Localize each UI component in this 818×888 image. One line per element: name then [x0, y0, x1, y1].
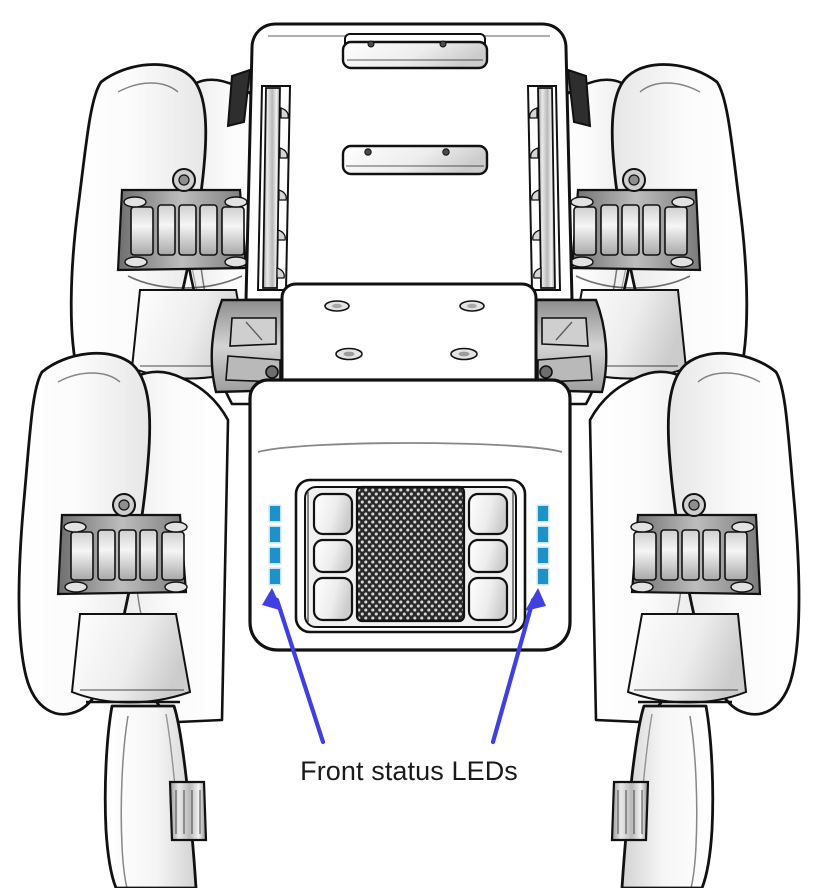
callout-leader-right: [490, 588, 546, 745]
perforated-grille: [357, 487, 464, 621]
arrowhead-icon: [262, 588, 283, 611]
led-segment: [538, 527, 548, 542]
right-rail: [526, 85, 562, 291]
led-segment: [270, 548, 280, 563]
front-status-led-strip-right: [536, 504, 550, 586]
led-segment: [270, 569, 280, 584]
arrowhead-icon: [525, 588, 546, 611]
front-right-knee-actuator: [626, 493, 762, 704]
left-vent-panels: [307, 492, 354, 622]
front-left-knee-actuator: [56, 493, 192, 704]
led-segment: [270, 506, 280, 521]
front-grille-assembly: [294, 478, 527, 634]
center-mount-plate: [280, 282, 538, 396]
upper-handle: [341, 33, 489, 70]
lower-handle: [341, 144, 489, 176]
front-right-shin: [620, 704, 715, 888]
led-segment: [538, 548, 548, 563]
led-segment: [270, 527, 280, 542]
right-vent-panels: [467, 492, 514, 622]
left-rail: [256, 85, 292, 291]
front-right-ankle-plate: [610, 780, 650, 842]
mount-plate-screws: [324, 300, 485, 361]
led-segment: [538, 506, 548, 521]
left-shoulder-recess: [210, 298, 290, 394]
front-status-led-strip-left: [268, 504, 282, 586]
front-left-shin: [103, 704, 198, 888]
front-left-ankle-plate: [168, 780, 208, 842]
callout-leader-left: [262, 588, 326, 745]
led-segment: [538, 569, 548, 584]
right-shoulder-recess: [528, 298, 608, 394]
